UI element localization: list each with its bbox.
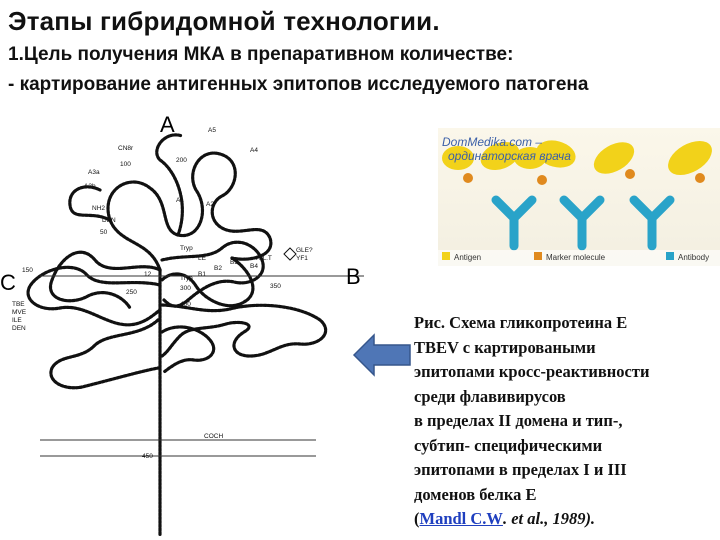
domain-a-lobe-3 xyxy=(157,135,183,235)
citation: (Mandl C.W. et al., 1989). xyxy=(414,507,714,532)
label-gle: GLE? xyxy=(296,247,313,254)
label-b2: B2 xyxy=(214,265,222,272)
citation-author-link[interactable]: Mandl C.W xyxy=(420,509,503,528)
label-400: 400 xyxy=(180,301,191,308)
label-b3: B3 xyxy=(230,259,238,266)
domain-a-lobe-2 xyxy=(51,252,160,308)
caption-line: среди флавивирусов xyxy=(414,385,714,410)
marker-legend: Marker molecule xyxy=(546,253,606,262)
label-ile: ILE xyxy=(12,317,22,324)
label-den: DEN xyxy=(102,217,116,224)
watermark-line-2: ординаторская врача xyxy=(448,149,571,163)
antigen-legend: Antigen xyxy=(454,253,481,262)
label-150: 150 xyxy=(22,267,33,274)
domain-a-label: A xyxy=(160,112,175,137)
caption-line: Рис. Схема гликопротеина Е xyxy=(414,311,714,336)
marker-swatch xyxy=(534,252,542,260)
figure-caption: Рис. Схема гликопротеина Е TBEV с картир… xyxy=(414,311,714,532)
watermark-line-1: DomMedika.com – xyxy=(442,135,542,149)
label-250: 250 xyxy=(126,289,137,296)
label-a1: A1 xyxy=(176,197,184,204)
caption-line: TBEV с картироваными xyxy=(414,336,714,361)
label-a3a: A3a xyxy=(88,169,100,176)
antibody-swatch xyxy=(666,252,674,260)
domain-a-lobe-1 xyxy=(108,153,271,270)
antibody-illustration: DomMedika.com – ординаторская врача Anti… xyxy=(438,128,720,266)
label-a2: A2 xyxy=(206,201,214,208)
domain-c-label: C xyxy=(0,270,16,295)
caption-line: субтип- специфическими xyxy=(414,434,714,459)
left-arrow-icon xyxy=(352,333,412,377)
label-450: 450 xyxy=(142,453,153,460)
label-a3b: A3b xyxy=(84,183,96,190)
domain-c-loop-2 xyxy=(51,320,158,388)
caption-line: в пределах II домена и тип-, xyxy=(414,409,714,434)
label-cn8r: CN8r xyxy=(118,145,134,152)
label-tbe: TBE xyxy=(12,301,25,308)
label-le: LE xyxy=(198,255,207,262)
glycoprotein-e-diagram: A B C CN8r A5 A4 A3a A3b 200 100 A1 A2 N… xyxy=(0,110,380,540)
label-a4: A4 xyxy=(250,147,258,154)
label-350: 350 xyxy=(270,283,281,290)
label-100: 100 xyxy=(120,161,131,168)
label-coch: COCH xyxy=(204,433,223,440)
citation-etal: . et al xyxy=(503,509,540,528)
caption-line: доменов белка Е xyxy=(414,483,714,508)
diamond-marker xyxy=(284,248,296,260)
domain-b-loop-2 xyxy=(162,305,326,356)
label-nh2: NH2 xyxy=(92,205,105,212)
antibody-legend: Antibody xyxy=(678,253,709,262)
antigen-swatch xyxy=(442,252,450,260)
label-200: 200 xyxy=(176,157,187,164)
label-den2: DEN xyxy=(12,325,26,332)
caption-line: эпитопами кросс-реактивности xyxy=(414,360,714,385)
label-12: 12 xyxy=(144,271,152,278)
label-mve: MVE xyxy=(12,309,27,316)
label-b1: B1 xyxy=(198,271,206,278)
label-300: 300 xyxy=(180,285,191,292)
label-tryp-b: Tryp xyxy=(180,275,193,282)
label-a5: A5 xyxy=(208,127,216,134)
domain-a-lobe-5 xyxy=(70,187,110,220)
citation-year: ., 1989). xyxy=(540,509,595,528)
domain-b-label: B xyxy=(346,264,361,289)
label-b4: B4 xyxy=(250,263,258,270)
label-hlt: H.L.T xyxy=(256,255,272,262)
label-yf1: YF1 xyxy=(296,255,308,262)
caption-line: эпитопами в пределах I и III xyxy=(414,458,714,483)
page-title: Этапы гибридомной технологии. xyxy=(8,6,440,37)
label-tryp-a: Tryp xyxy=(180,245,193,252)
goal-line: 1.Цель получения МКА в препаративном кол… xyxy=(8,44,513,66)
label-50: 50 xyxy=(100,229,108,236)
mapping-line: - картирование антигенных эпитопов иссле… xyxy=(8,74,588,96)
